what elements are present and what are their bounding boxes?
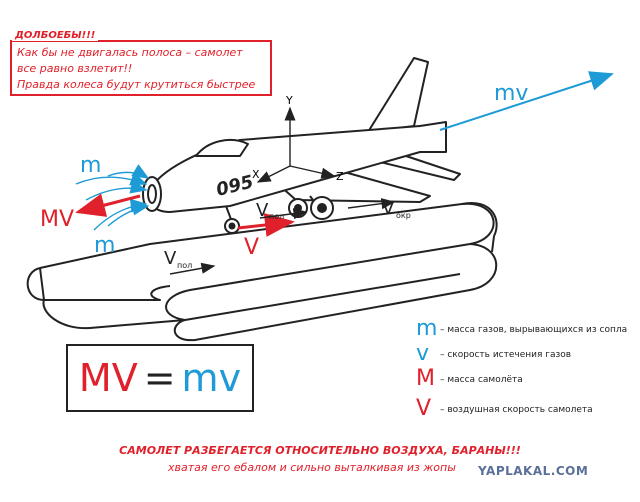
v-okr-label: V <box>382 198 395 219</box>
airplane <box>142 57 461 234</box>
formula-eq: = <box>143 356 176 400</box>
exhaust-arrow <box>439 71 614 131</box>
watermark: YAPLAKAL.COM <box>478 464 589 478</box>
legend-text-M: – масса самолёта <box>440 375 523 385</box>
formula-left: MV <box>78 356 138 400</box>
axis-z-label: Z <box>336 170 344 183</box>
v-pol-wheel-sub: пол <box>269 212 284 221</box>
note-title: ДОЛБОЕБЫ!!! <box>12 30 99 41</box>
caption-line-1: САМОЛЕТ РАЗБЕГАЕТСЯ ОТНОСИТЕЛЬНО ВОЗДУХА… <box>119 444 521 457</box>
legend-text-V: – воздушная скорость самолета <box>440 405 593 415</box>
note-line-2: все равно взлетит!! <box>17 62 133 75</box>
v-pol-belt-label: V <box>164 248 177 269</box>
caption-line-2: хватая его ебалом и сильно выталкивая из… <box>168 461 456 474</box>
v-pol-belt-sub: пол <box>177 261 192 270</box>
V-label: V <box>244 235 259 260</box>
reaction-arrow <box>75 193 141 217</box>
m-upper-label: m <box>80 153 101 178</box>
conveyor-belt <box>26 201 498 342</box>
formula-right: mv <box>181 356 242 400</box>
axis-system <box>256 106 336 183</box>
note-line-1: Как бы не двигалась полоса – самолет <box>17 46 243 59</box>
legend-symbol-m: m <box>416 316 438 341</box>
airflow-arrows <box>75 164 150 231</box>
axis-x-label: X <box>252 168 260 181</box>
note-line-3: Правда колеса будут крутиться быстрее <box>17 78 256 91</box>
mv-top-label: mv <box>494 81 528 106</box>
legend-symbol-M: M <box>416 366 435 391</box>
m-lower-label: m <box>94 233 115 258</box>
legend-symbol-V: V <box>416 396 432 421</box>
axis-y-label: Y <box>285 94 293 107</box>
legend-text-m: – масса газов, вырывающихся из сопла <box>440 325 628 335</box>
note-frame <box>10 40 272 96</box>
legend-text-v: – скорость истечения газов <box>440 350 572 360</box>
v-okr-sub: окр <box>396 211 411 220</box>
MV-label: MV <box>40 207 74 232</box>
legend-symbol-v: v <box>416 341 430 366</box>
v-pol-wheel-label: V <box>256 200 269 221</box>
formula: MV = mv <box>74 350 246 406</box>
airspeed-arrow <box>237 213 295 237</box>
formula-box <box>66 344 254 412</box>
